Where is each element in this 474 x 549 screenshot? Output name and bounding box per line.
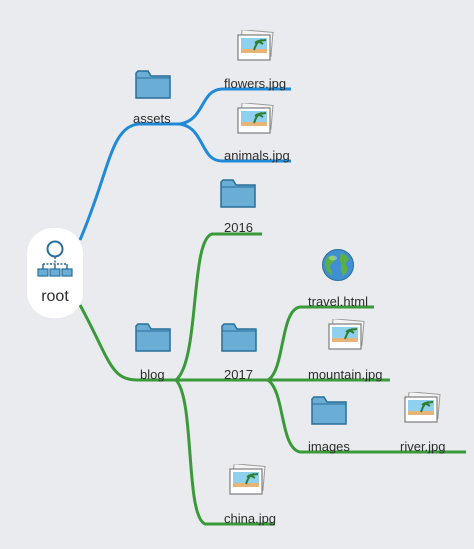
image-file-icon bbox=[237, 103, 274, 134]
root-label: root bbox=[41, 288, 69, 305]
folder-icon bbox=[220, 179, 256, 208]
node-label-assets[interactable]: assets bbox=[133, 111, 171, 126]
node-label-flowers[interactable]: flowers.jpg bbox=[224, 76, 287, 91]
connector-blog-china bbox=[174, 378, 275, 526]
root-node[interactable]: root bbox=[27, 228, 83, 318]
node-label-blog[interactable]: blog bbox=[140, 367, 165, 382]
image-file-icon bbox=[404, 392, 441, 423]
node-label-travel[interactable]: travel.html bbox=[308, 294, 368, 309]
connector-blog-2016 bbox=[174, 232, 262, 382]
folder-icon bbox=[135, 70, 171, 99]
node-label-images[interactable]: images bbox=[308, 439, 350, 454]
node-label-2016[interactable]: 2016 bbox=[224, 220, 253, 235]
connector-assets-flowers bbox=[179, 87, 291, 126]
node-label-china[interactable]: china.jpg bbox=[224, 511, 277, 526]
node-label-river[interactable]: river.jpg bbox=[400, 439, 446, 454]
connector-2017-travel bbox=[267, 305, 374, 382]
node-label-animals[interactable]: animals.jpg bbox=[224, 148, 290, 163]
hierarchy-icon bbox=[37, 240, 73, 277]
folder-icon bbox=[311, 396, 347, 425]
node-label-mountain[interactable]: mountain.jpg bbox=[308, 367, 383, 382]
globe-icon bbox=[322, 249, 354, 281]
connector-root-blog bbox=[78, 304, 176, 382]
image-file-icon bbox=[328, 319, 365, 350]
image-file-icon bbox=[229, 464, 266, 495]
connector-root-assets bbox=[78, 122, 180, 241]
node-label-2017[interactable]: 2017 bbox=[224, 367, 253, 382]
image-file-icon bbox=[237, 30, 274, 61]
folder-icon bbox=[135, 323, 171, 352]
connector-assets-animals bbox=[179, 122, 291, 163]
folder-icon bbox=[221, 323, 257, 352]
connector-2017-images bbox=[266, 378, 360, 454]
